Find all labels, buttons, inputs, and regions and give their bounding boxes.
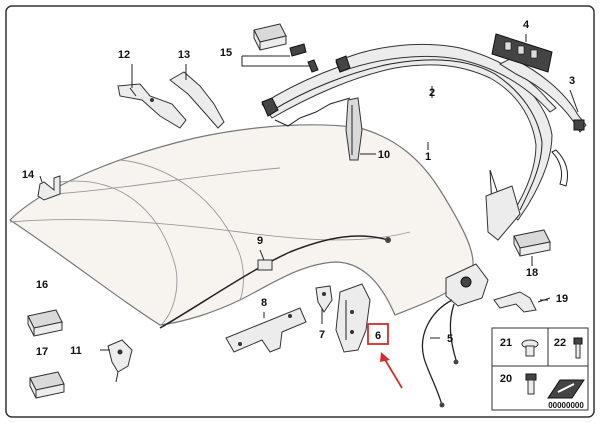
push-rivet[interactable]	[521, 339, 539, 357]
label-12: 12	[118, 49, 130, 61]
label-17: 17	[36, 346, 48, 358]
leader-lines	[39, 34, 579, 351]
label-9: 9	[257, 235, 263, 247]
highlight-box	[367, 323, 389, 345]
cable[interactable]	[159, 235, 391, 329]
frame-bracket[interactable]	[345, 97, 363, 161]
label-21: 21	[500, 337, 512, 349]
label-1: 1	[425, 151, 431, 163]
label-13: 13	[178, 49, 190, 61]
set-box-16[interactable]	[27, 309, 63, 337]
plate-bracket[interactable]	[225, 307, 307, 353]
set-box-18[interactable]	[513, 229, 551, 257]
label-14: 14	[22, 169, 35, 181]
label-4: 4	[523, 19, 530, 31]
trim-cover[interactable]	[169, 71, 225, 129]
label-18: 18	[526, 267, 538, 279]
convertible-top-frame[interactable]	[261, 49, 553, 241]
frame-rail[interactable]	[335, 44, 557, 113]
label-20: 20	[500, 373, 512, 385]
label-10: 10	[378, 149, 390, 161]
label-22: 22	[554, 337, 566, 349]
clip-strip[interactable]	[491, 33, 553, 73]
screw-22[interactable]	[573, 337, 583, 359]
highlight-arrowhead	[380, 352, 390, 362]
side-seal-strip[interactable]	[498, 57, 587, 187]
label-3: 3	[569, 75, 575, 87]
label-8: 8	[261, 297, 267, 309]
fastener-set-box[interactable]	[253, 23, 287, 51]
clip-bracket[interactable]	[493, 291, 548, 313]
latch-plate[interactable]	[335, 283, 371, 353]
screw-20[interactable]	[525, 373, 537, 395]
hinge-bracket[interactable]	[117, 83, 187, 129]
bolt-link[interactable]	[315, 285, 333, 313]
label-2: 2	[429, 87, 435, 99]
label-15: 15	[220, 47, 232, 59]
bent-bar[interactable]	[37, 175, 61, 201]
soft-top-cover[interactable]	[9, 124, 474, 326]
hardware-inset	[491, 327, 589, 411]
mount-bracket[interactable]	[107, 339, 133, 383]
set-box-17[interactable]	[29, 371, 65, 399]
diagram-border	[5, 5, 595, 418]
label-16: 16	[36, 279, 48, 291]
leader-15	[241, 56, 310, 67]
drive-unit[interactable]	[421, 263, 489, 408]
fastener-clip[interactable]	[289, 43, 319, 73]
label-19: 19	[556, 293, 568, 305]
arrow-indicator-icon	[547, 379, 585, 399]
label-11: 11	[70, 345, 82, 357]
label-7: 7	[319, 329, 325, 341]
highlight-arrow	[383, 357, 403, 389]
diagram-id: 00000000	[548, 401, 584, 410]
label-5: 5	[447, 333, 453, 345]
label-6: 6	[375, 330, 381, 342]
